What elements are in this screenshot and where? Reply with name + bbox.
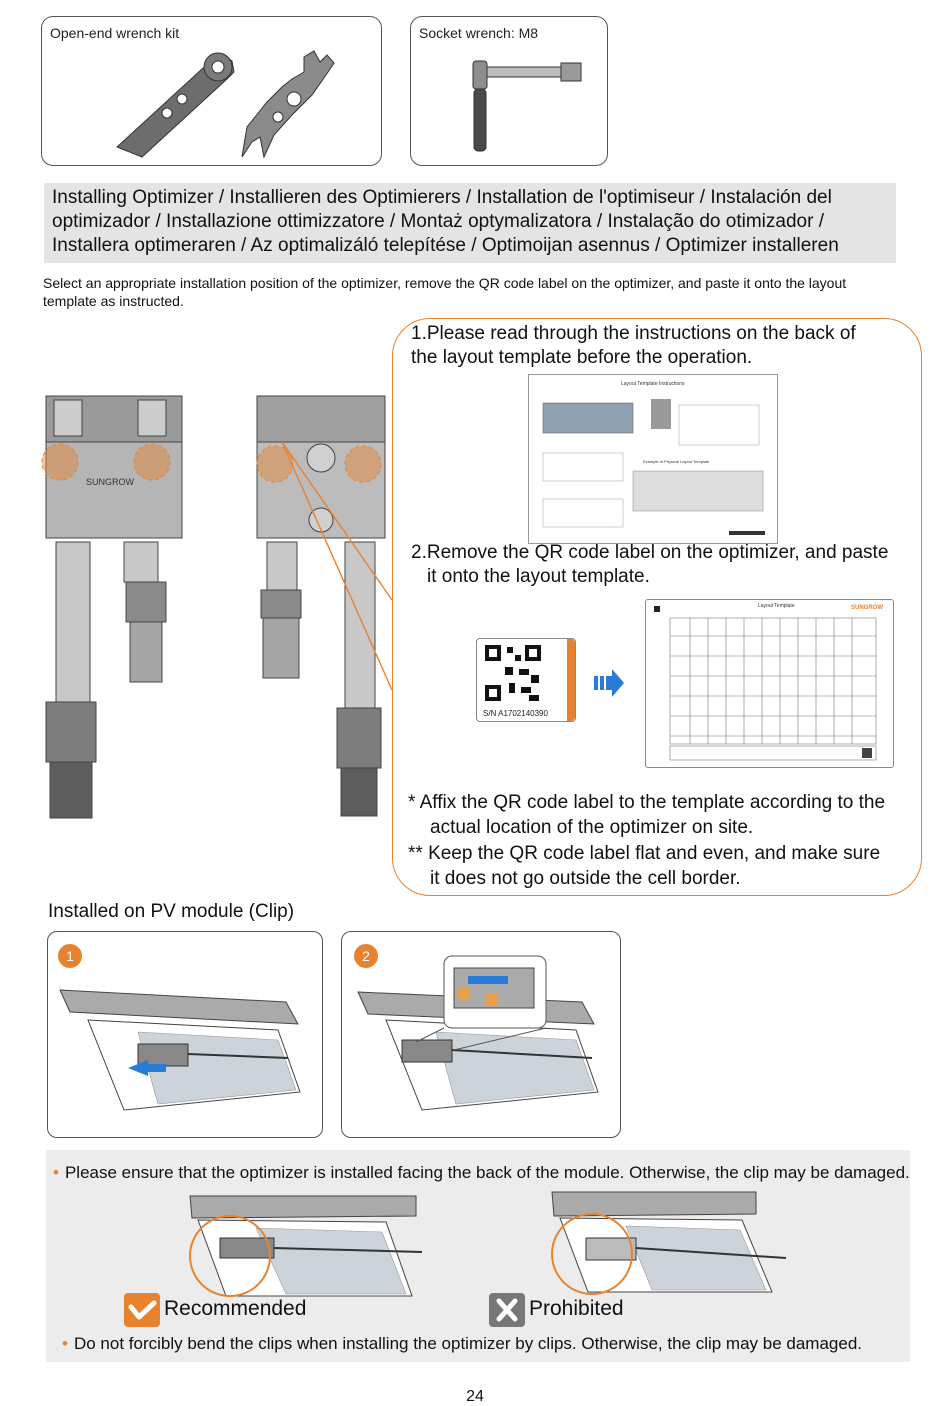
socket-wrench-box: Socket wrench: M8 bbox=[410, 16, 608, 166]
intro-text: Select an appropriate installation posit… bbox=[43, 274, 923, 310]
step1-line-2: the layout template before the operation… bbox=[411, 347, 753, 368]
clip-step1-illustration bbox=[59, 989, 301, 1111]
heading-line-1: Installing Optimizer / Installieren des … bbox=[52, 187, 832, 208]
clip-section-title: Installed on PV module (Clip) bbox=[48, 901, 295, 922]
template-doc-example-title: Example of Physical Layout Template bbox=[643, 459, 710, 464]
caution-bullet-1: • Please ensure that the optimizer is ins… bbox=[53, 1163, 910, 1183]
note-2-line-2: it does not go outside the cell border. bbox=[430, 868, 741, 889]
step1-text: 1.Please read through the instructions o… bbox=[411, 322, 856, 370]
qr-code-icon bbox=[483, 643, 543, 703]
layout-template-grid bbox=[654, 606, 877, 761]
instruction-callout bbox=[392, 318, 922, 896]
heading-line-2: optimizador / Installazione ottimizzator… bbox=[52, 211, 824, 232]
open-end-wrench-illustration bbox=[116, 50, 335, 159]
caution-bullet-1-text: Please ensure that the optimizer is inst… bbox=[64, 1163, 910, 1182]
wrench-kit-box: Open-end wrench kit bbox=[41, 16, 382, 166]
socket-wrench-label: Socket wrench: M8 bbox=[419, 25, 539, 41]
recommended-illustration bbox=[189, 1195, 423, 1297]
step2-badge: 2 bbox=[354, 944, 378, 968]
qr-label-corner bbox=[567, 639, 575, 721]
step1-badge: 1 bbox=[58, 944, 82, 968]
callout-connector-lines bbox=[281, 441, 393, 691]
note-1-line-1: * Affix the QR code label to the templat… bbox=[408, 792, 886, 813]
step2-text: 2.Remove the QR code label on the optimi… bbox=[411, 541, 888, 589]
optimizer-back-illustration bbox=[256, 395, 386, 817]
recommended-label: Recommended bbox=[164, 1297, 307, 1320]
cross-icon bbox=[489, 1293, 525, 1327]
layout-template-sheet: Layout Template SUNGROW bbox=[645, 599, 894, 768]
socket-wrench-illustration bbox=[472, 60, 582, 152]
template-instructions-document: Layout Template Instructions Example of … bbox=[528, 374, 778, 544]
prohibited-label: Prohibited bbox=[529, 1297, 624, 1320]
clip-step2-illustration bbox=[357, 955, 599, 1111]
qr-serial: S/N A1702140390 bbox=[483, 709, 548, 718]
optimizer-brand-text: SUNGROW bbox=[86, 477, 135, 487]
caution-bullet-2: • Do not forcibly bend the clips when ins… bbox=[62, 1334, 862, 1354]
section-heading: Installing Optimizer / Installieren des … bbox=[44, 183, 896, 263]
template-doc-title: Layout Template Instructions bbox=[621, 381, 685, 387]
layout-template-title: Layout Template bbox=[758, 603, 795, 609]
optimizer-front-illustration: SUNGROW bbox=[41, 395, 183, 819]
prohibited-illustration bbox=[551, 1191, 787, 1295]
page-number: 24 bbox=[466, 1388, 484, 1405]
layout-template-brand: SUNGROW bbox=[851, 605, 883, 611]
bullet-dot-icon: • bbox=[62, 1334, 68, 1353]
step2-line-2: it onto the layout template. bbox=[427, 566, 650, 587]
step1-line-1: 1.Please read through the instructions o… bbox=[411, 323, 856, 344]
bullet-dot-icon: • bbox=[53, 1163, 59, 1182]
heading-line-3: Installera optimeraren / Az optimalizáló… bbox=[52, 235, 839, 256]
step2-line-1: 2.Remove the QR code label on the optimi… bbox=[411, 542, 889, 563]
note-2: ** Keep the QR code label flat and even,… bbox=[408, 841, 880, 891]
wrench-kit-label: Open-end wrench kit bbox=[50, 25, 180, 41]
caution-bullet-2-text: Do not forcibly bend the clips when inst… bbox=[73, 1334, 863, 1353]
intro-line-1: Select an appropriate installation posit… bbox=[43, 275, 847, 291]
note-1: * Affix the QR code label to the templat… bbox=[408, 790, 885, 840]
note-1-line-2: actual location of the optimizer on site… bbox=[430, 817, 754, 838]
intro-line-2: template as instructed. bbox=[43, 293, 184, 309]
qr-code-label: S/N A1702140390 bbox=[476, 638, 576, 722]
clip-step2-panel: 2 bbox=[341, 931, 621, 1138]
arrow-right-icon bbox=[594, 669, 624, 697]
checkmark-icon bbox=[124, 1293, 160, 1327]
template-doc-graphic bbox=[542, 399, 765, 535]
clip-step1-panel: 1 bbox=[47, 931, 323, 1138]
note-2-line-1: ** Keep the QR code label flat and even,… bbox=[408, 843, 881, 864]
